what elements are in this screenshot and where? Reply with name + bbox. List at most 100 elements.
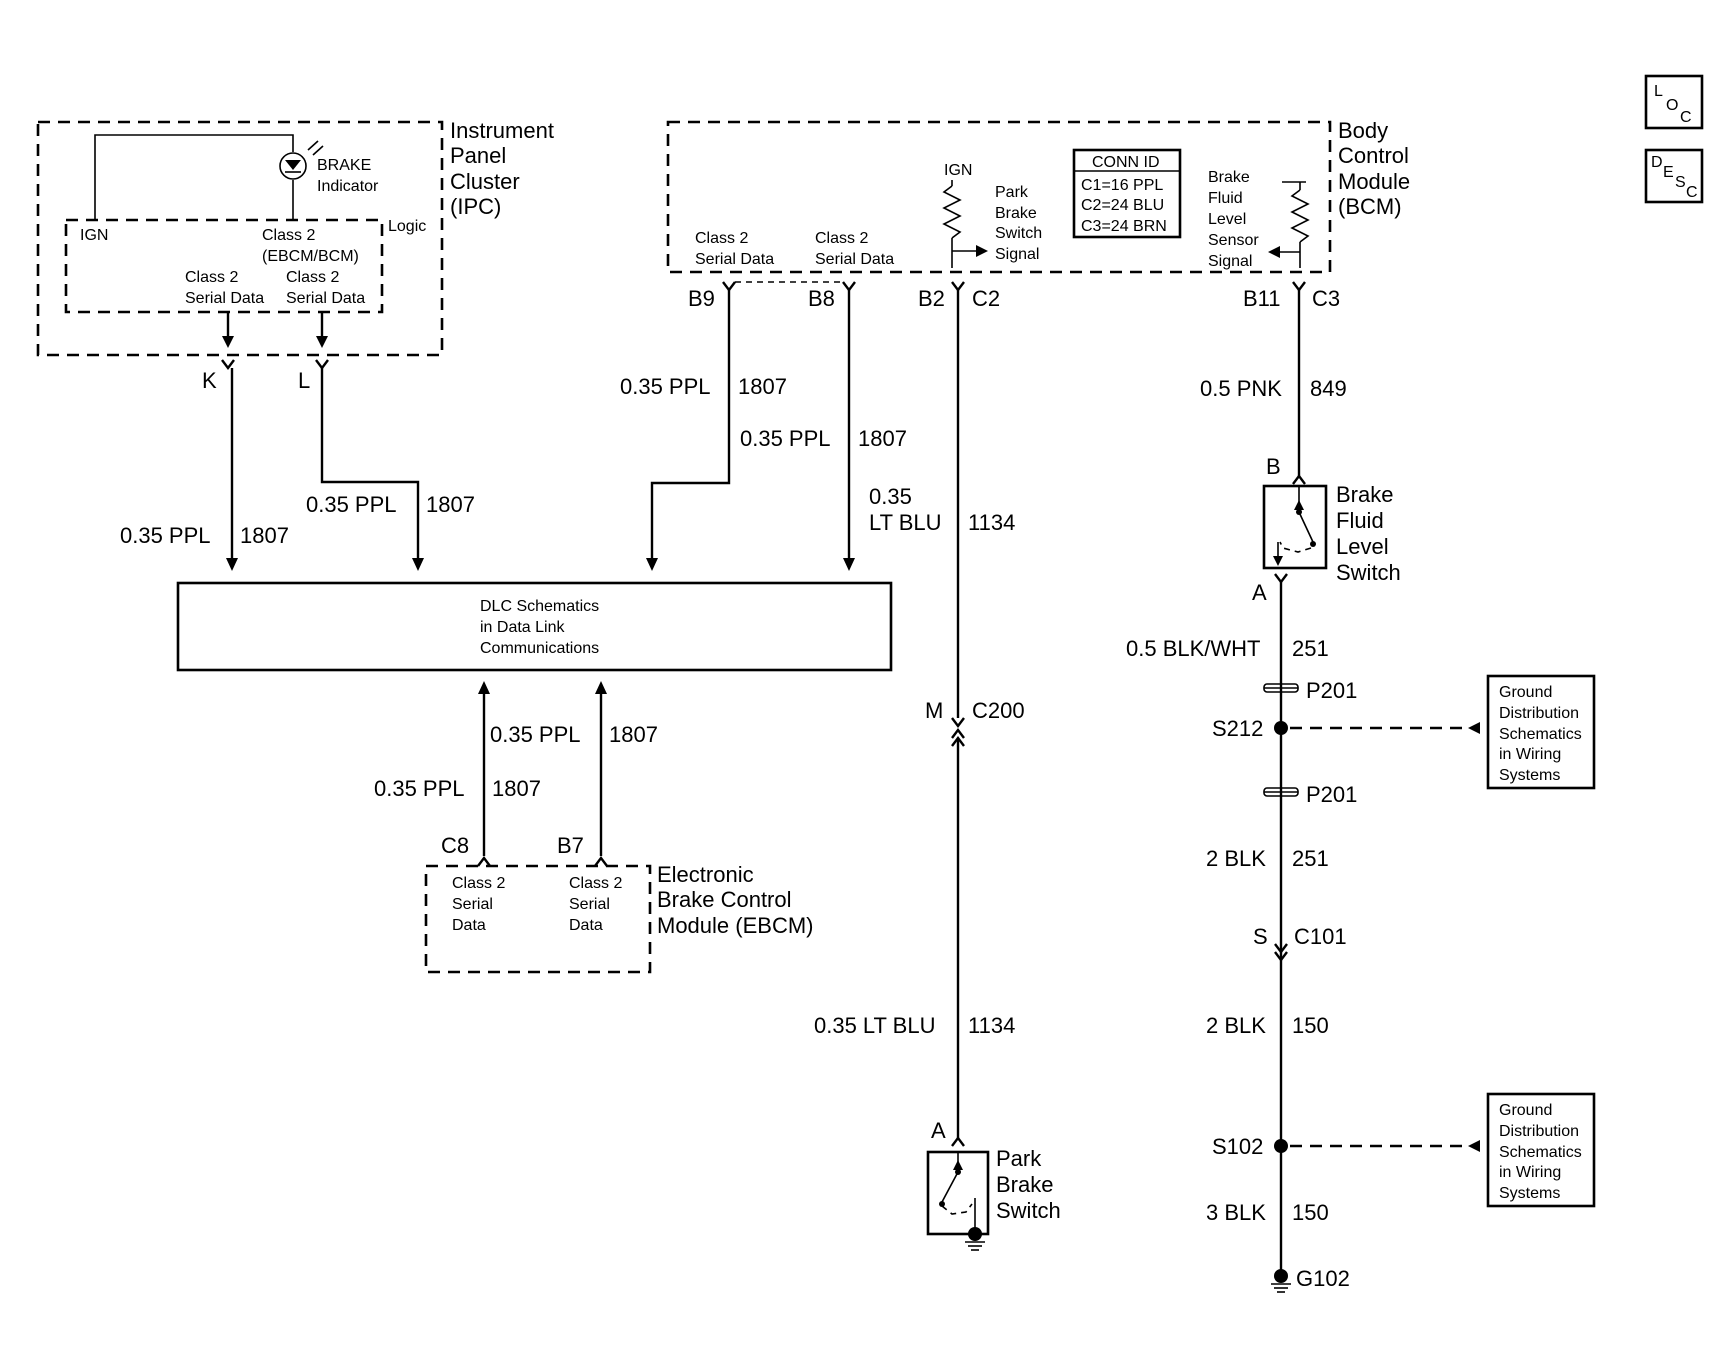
pin-c3-label: C3	[1312, 286, 1340, 311]
ipc-module: Instrument Panel Cluster (IPC) Logic BRA…	[36, 118, 560, 393]
conn-id-row: C2=24 BLU	[1081, 197, 1164, 214]
wire-park-upper-circuit: 1134	[968, 510, 1015, 535]
pin-b9-label: B9	[688, 286, 715, 311]
park-brake-switch-icon	[926, 1150, 990, 1251]
bcm-box	[666, 120, 1332, 274]
conn-id-row: C3=24 BRN	[1081, 218, 1167, 235]
bcm-serial-right-label: Class 2 Serial Data	[815, 230, 894, 268]
ipc-logic-label: Logic	[388, 218, 426, 235]
ipc-ign-label: IGN	[80, 227, 108, 244]
wire-bcm-b9-circuit: 1807	[738, 374, 787, 399]
ebcm-module: 0.35 PPL 1807 0.35 PPL 1807 C8 B7 Class …	[374, 681, 813, 974]
wire-fluid-849-circuit: 849	[1310, 376, 1347, 401]
svg-text:O: O	[1666, 97, 1678, 114]
wire-fluid-150a-color: 2 BLK	[1206, 1013, 1266, 1038]
bcm-module: Body Control Module (BCM) Class 2 Serial…	[666, 118, 1416, 311]
ipc-class2-bus-label: Class 2 (EBCM/BCM)	[262, 227, 359, 265]
wire-fluid-150a-circuit: 150	[1292, 1013, 1329, 1038]
c101-label: C101	[1294, 924, 1347, 949]
wire-fluid-849-color: 0.5 PNK	[1200, 376, 1282, 401]
pin-c8-label: C8	[441, 833, 469, 858]
ebcm-right-label: Class 2 Serial Data	[569, 875, 627, 934]
p201-bottom-label: P201	[1306, 782, 1357, 807]
pin-b8-label: B8	[808, 286, 835, 311]
wire-park-lower-circuit: 1134	[968, 1013, 1015, 1038]
wire-fluid-150b-color: 3 BLK	[1206, 1200, 1266, 1225]
c200-connector	[951, 717, 965, 728]
brake-indicator-icon	[279, 140, 324, 180]
wire-bcm-b8-color: 0.35 PPL	[740, 426, 831, 451]
ground-ref-box-s212[interactable]: Ground Distribution Schematics in Wiring…	[1486, 674, 1596, 790]
fluid-switch-pin-a-connector	[1274, 573, 1288, 584]
wire-fluid-251b-circuit: 251	[1292, 846, 1329, 871]
dlc-box: DLC Schematics in Data Link Communicatio…	[176, 581, 893, 672]
park-brake-signal-label: Park Brake Switch Signal	[995, 184, 1047, 263]
s102-splice	[1274, 1139, 1288, 1153]
pin-b11-label: B11	[1243, 286, 1281, 311]
c101-pin-label: S	[1253, 924, 1268, 949]
brake-fluid-signal-label: Brake Fluid Level Sensor Signal	[1208, 169, 1263, 270]
pin-b7-connector	[594, 856, 608, 867]
svg-text:D: D	[1651, 154, 1663, 171]
wire-ebcm-c8-circuit: 1807	[492, 776, 541, 801]
svg-text:L: L	[1654, 83, 1663, 100]
ipc-name: Instrument Panel Cluster (IPC)	[450, 118, 560, 219]
pin-c8-connector	[477, 856, 491, 867]
brake-fluid-circuit: 0.5 PNK 849 B Brake Fluid Level Switch A…	[1126, 290, 1480, 1293]
p201-top-connector-icon	[1263, 683, 1299, 693]
wire-ebcm-b7-circuit: 1807	[609, 722, 658, 747]
park-switch-pin-label: A	[931, 1118, 946, 1143]
conn-id-title: CONN ID	[1092, 154, 1160, 171]
loc-button[interactable]: L O C	[1644, 74, 1704, 130]
g102-label: G102	[1296, 1266, 1350, 1291]
park-brake-switch-label: Park Brake Switch	[996, 1146, 1061, 1223]
pin-k-label: K	[202, 368, 217, 393]
ebcm-box	[424, 864, 652, 974]
pin-b8-connector	[842, 281, 856, 292]
bcm-serial-left-label: Class 2 Serial Data	[695, 230, 774, 268]
dlc-label: DLC Schematics in Data Link Communicatio…	[480, 598, 604, 657]
pin-b2-label: B2	[918, 286, 945, 311]
fluid-switch-pin-b-label: B	[1266, 454, 1281, 479]
wire-ipc-l-circuit: 1807	[426, 492, 475, 517]
bcm-name: Body Control Module (BCM)	[1338, 118, 1416, 219]
ebcm-name: Electronic Brake Control Module (EBCM)	[657, 862, 813, 938]
ipc-wires: 0.35 PPL 1807 0.35 PPL 1807	[120, 368, 475, 571]
pin-k-connector	[221, 359, 235, 370]
wire-fluid-251b-color: 2 BLK	[1206, 846, 1266, 871]
pin-c2-label: C2	[972, 286, 1000, 311]
park-brake-resistor-icon	[942, 180, 988, 268]
pin-l-connector	[315, 359, 329, 370]
ipc-logic-box	[64, 218, 384, 314]
wire-fluid-150b-circuit: 150	[1292, 1200, 1329, 1225]
bcm-ign-label: IGN	[944, 162, 972, 179]
ground-ref-box-s102[interactable]: Ground Distribution Schematics in Wiring…	[1486, 1092, 1596, 1208]
p201-top-label: P201	[1306, 678, 1357, 703]
c101-connector	[1274, 943, 1288, 954]
ipc-ign-wire	[94, 134, 294, 220]
ipc-box	[36, 120, 444, 357]
desc-button[interactable]: D E S C	[1644, 148, 1704, 204]
c200-pin-label: M	[925, 698, 943, 723]
brake-fluid-resistor-icon	[1268, 181, 1310, 268]
pin-b9-connector	[722, 281, 736, 292]
s102-label: S102	[1212, 1134, 1263, 1159]
brake-indicator-label: BRAKE Indicator	[317, 157, 379, 195]
wire-bcm-b9-color: 0.35 PPL	[620, 374, 711, 399]
c200-label: C200	[972, 698, 1025, 723]
pin-b7-label: B7	[557, 833, 584, 858]
conn-id-row: C1=16 PPL	[1081, 177, 1163, 194]
wire-park-upper-color: 0.35 LT BLU	[869, 484, 942, 535]
g102-ground-icon	[1271, 1269, 1291, 1293]
brake-fluid-switch-icon	[1262, 484, 1328, 570]
park-brake-circuit: 0.35 LT BLU 1134 M C200 0.35 LT BLU 1134…	[814, 290, 1061, 1251]
pin-l-label: L	[298, 368, 310, 393]
s212-splice	[1274, 721, 1288, 735]
fluid-switch-pin-a-label: A	[1252, 580, 1267, 605]
ipc-serial-right-label: Class 2 Serial Data	[286, 269, 365, 307]
ipc-serial-left-label: Class 2 Serial Data	[185, 269, 264, 307]
bcm-serial-wires: 0.35 PPL 1807 0.35 PPL 1807	[620, 290, 907, 571]
svg-text:C: C	[1686, 184, 1698, 201]
pin-b2-connector	[951, 281, 965, 292]
